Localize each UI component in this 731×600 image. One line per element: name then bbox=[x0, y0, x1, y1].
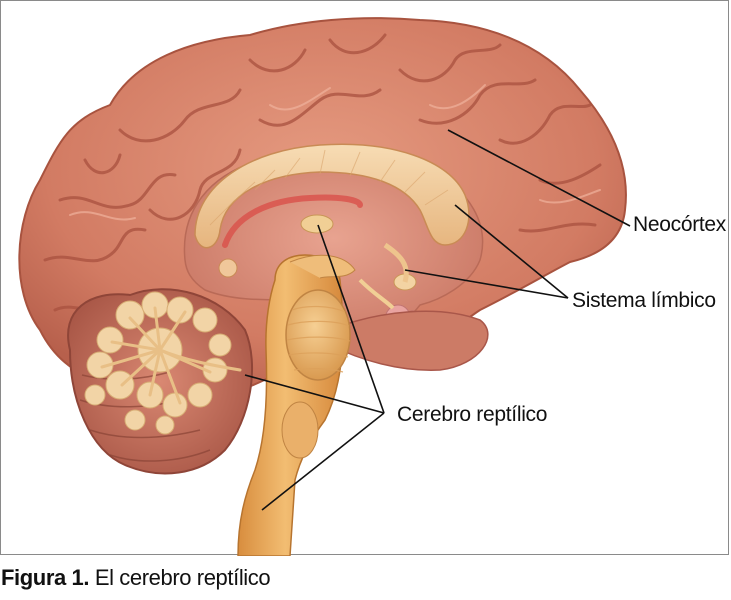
caption-number: Figura 1. bbox=[1, 565, 90, 590]
midbrain bbox=[289, 254, 356, 279]
label-neocortex: Neocórtex bbox=[633, 213, 727, 236]
pointer-limbic-1 bbox=[454, 204, 569, 299]
pons bbox=[285, 289, 351, 381]
pointer-lines bbox=[244, 129, 631, 511]
cortex-highlights bbox=[69, 84, 601, 221]
pointer-neocortex bbox=[447, 129, 631, 227]
pointer-reptilian-2 bbox=[244, 374, 385, 414]
medulla bbox=[281, 401, 319, 459]
label-limbic-system: Sistema límbico bbox=[572, 289, 716, 312]
thalamus bbox=[300, 214, 334, 234]
figure-caption: Figura 1. El cerebro reptílico bbox=[1, 565, 271, 591]
pointer-reptilian-1 bbox=[317, 224, 385, 414]
pointer-limbic-2 bbox=[404, 269, 569, 299]
arbor-branches bbox=[100, 306, 242, 405]
fornix bbox=[222, 194, 363, 248]
pointer-reptilian-3 bbox=[261, 412, 385, 511]
callosum-striations bbox=[209, 149, 449, 226]
temporal-lobe bbox=[329, 310, 489, 371]
brain-illustration bbox=[18, 17, 631, 556]
caption-text: El cerebro reptílico bbox=[94, 565, 271, 590]
pons-striations bbox=[286, 305, 351, 373]
label-reptilian-brain: Cerebro reptílico bbox=[397, 403, 548, 426]
